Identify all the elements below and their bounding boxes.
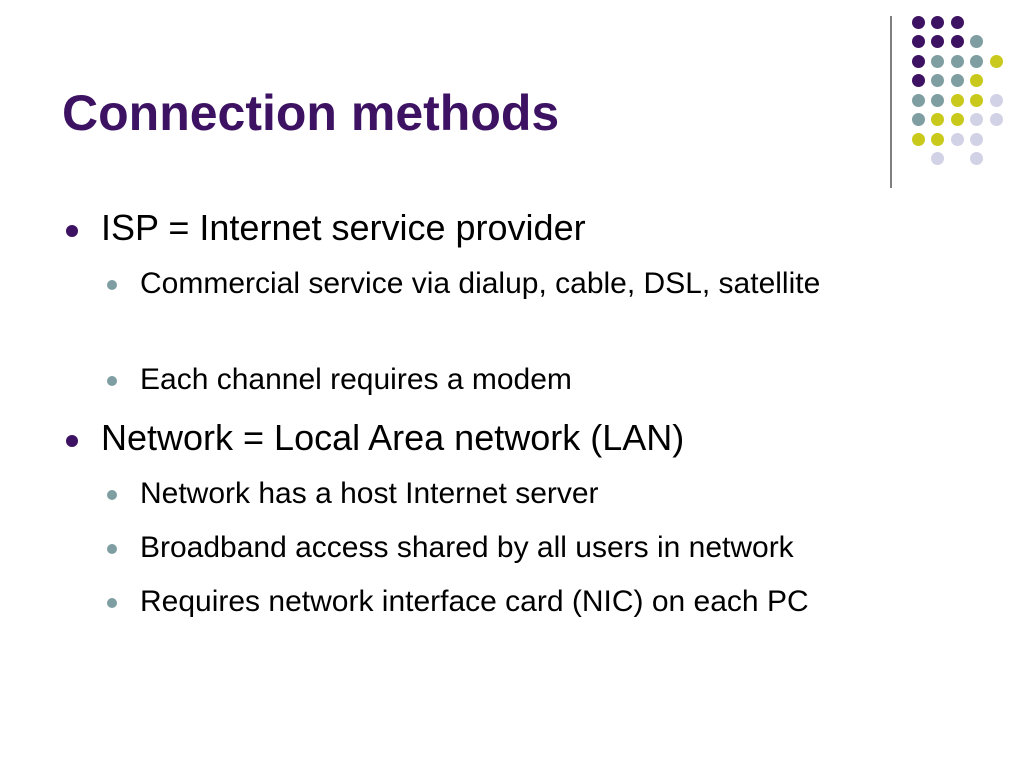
decorative-dot bbox=[931, 152, 944, 165]
decorative-dot bbox=[970, 93, 983, 107]
decorative-dot bbox=[911, 35, 925, 48]
decorative-dot bbox=[950, 35, 964, 48]
bullet-text: Network = Local Area network (LAN) bbox=[101, 417, 685, 458]
bullet-item-broadband: Broadband access shared by all users in … bbox=[107, 528, 940, 568]
bullet-text: Each channel requires a modem bbox=[140, 363, 572, 396]
sub-bullet-icon bbox=[107, 376, 117, 386]
bullet-item-isp: ISP = Internet service provider bbox=[66, 207, 586, 248]
bullet-item-network-lan: Network = Local Area network (LAN) bbox=[66, 417, 685, 458]
decorative-dot bbox=[950, 93, 964, 107]
bullet-text: Requires network interface card (NIC) on… bbox=[140, 585, 809, 618]
bullet-item-modem: Each channel requires a modem bbox=[107, 360, 940, 400]
decorative-dot bbox=[911, 132, 925, 146]
decorative-dot bbox=[911, 113, 925, 126]
bullet-text: ISP = Internet service provider bbox=[101, 207, 586, 248]
bullet-icon bbox=[66, 225, 78, 237]
decorative-dot bbox=[950, 54, 964, 68]
decorative-dot bbox=[970, 74, 983, 87]
decorative-dot bbox=[911, 15, 925, 29]
sub-bullet-icon bbox=[107, 598, 117, 608]
decorative-dot bbox=[950, 74, 964, 87]
sub-bullet-icon bbox=[107, 490, 117, 500]
decorative-dot bbox=[931, 35, 944, 48]
sub-bullet-icon bbox=[107, 544, 117, 554]
bullet-item-host-server: Network has a host Internet server bbox=[107, 474, 940, 514]
decorative-dot bbox=[931, 15, 944, 29]
decorative-dot bbox=[931, 93, 944, 107]
bullet-item-commercial-service: Commercial service via dialup, cable, DS… bbox=[107, 264, 940, 304]
sub-bullet-icon bbox=[107, 280, 117, 290]
decorative-dot bbox=[970, 35, 983, 48]
decorative-dot bbox=[931, 132, 944, 146]
decorative-dot-grid bbox=[0, 0, 1024, 200]
decorative-dot bbox=[970, 113, 983, 126]
decorative-dot bbox=[931, 113, 944, 126]
decorative-dot bbox=[989, 54, 1003, 68]
decorative-dot bbox=[950, 132, 964, 146]
decorative-dot bbox=[970, 152, 983, 165]
slide-title: Connection methods bbox=[62, 85, 560, 141]
decorative-dot bbox=[950, 15, 964, 29]
title-divider-line bbox=[890, 16, 892, 188]
decorative-dot bbox=[911, 74, 925, 87]
decorative-dot bbox=[931, 54, 944, 68]
decorative-dot bbox=[970, 132, 983, 146]
decorative-dot bbox=[911, 93, 925, 107]
decorative-dot bbox=[911, 54, 925, 68]
bullet-icon bbox=[66, 435, 78, 447]
decorative-dot bbox=[970, 54, 983, 68]
bullet-item-nic: Requires network interface card (NIC) on… bbox=[107, 582, 940, 622]
decorative-dot bbox=[989, 113, 1003, 126]
bullet-text: Commercial service via dialup, cable, DS… bbox=[140, 267, 821, 300]
decorative-dot bbox=[989, 93, 1003, 107]
bullet-text: Network has a host Internet server bbox=[140, 477, 599, 510]
decorative-dot bbox=[950, 113, 964, 126]
bullet-text: Broadband access shared by all users in … bbox=[140, 531, 794, 564]
decorative-dot bbox=[931, 74, 944, 87]
